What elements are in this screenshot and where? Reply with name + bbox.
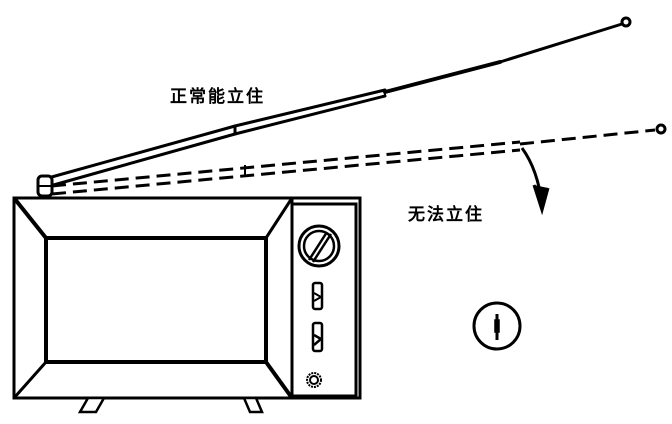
- fall-arrow-icon: [520, 147, 550, 216]
- label-normal: 正常能立住: [170, 87, 265, 107]
- slide-switch-1: [311, 281, 324, 311]
- jack-icon: [306, 372, 322, 388]
- control-panel: [290, 202, 358, 398]
- slide-switch-2: [311, 321, 324, 353]
- antenna-normal: [46, 16, 632, 188]
- antenna-tip-fallen-icon: [655, 123, 667, 135]
- antenna-fallen: [51, 128, 656, 196]
- tv-feet: [77, 396, 264, 414]
- screw-icon: [472, 301, 522, 351]
- antenna-tip-icon: [620, 16, 632, 28]
- tuning-knob-icon: [297, 224, 341, 268]
- tv-screen: [44, 236, 268, 364]
- label-cannot-stand: 无法立住: [408, 205, 484, 225]
